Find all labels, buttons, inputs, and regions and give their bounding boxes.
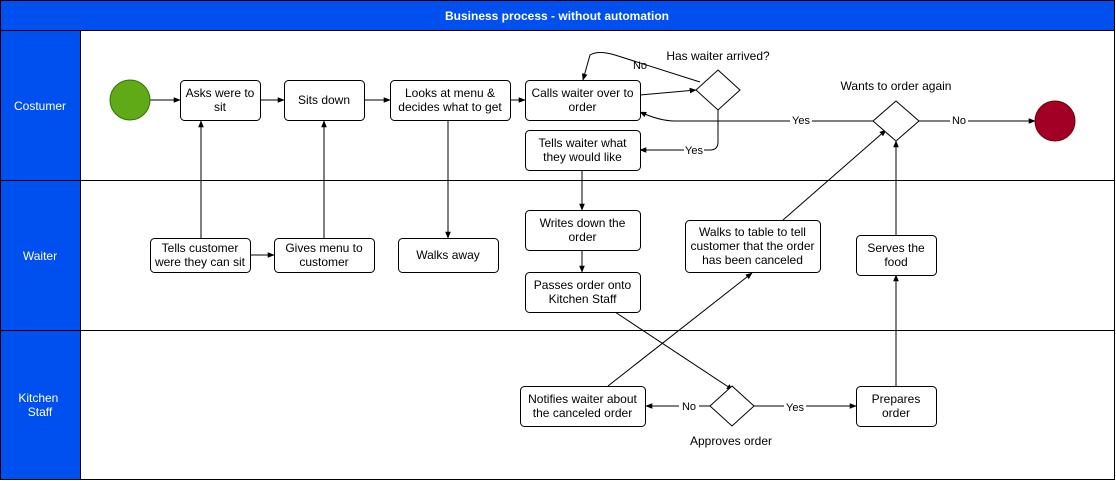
diagram-title: Business process - without automation [445, 9, 669, 23]
process-box-label: order [568, 100, 596, 114]
process-box-label: has been canceled [702, 253, 803, 267]
process-box-rect [150, 238, 251, 273]
process-box-label: order [568, 230, 596, 244]
process-box-sits-down: Sits down [284, 80, 365, 121]
decision-waiter-arrived [695, 69, 741, 111]
process-box-rect [390, 80, 511, 121]
decision-label-order-again: Wants to order again [841, 79, 952, 93]
process-box-rect [398, 238, 499, 273]
process-box-label: Gives menu to [285, 241, 363, 255]
process-box-label: food [884, 255, 907, 269]
decision-order-again [872, 100, 920, 142]
process-box-rect [180, 80, 261, 121]
process-box-label: Passes order onto [534, 278, 632, 292]
process-box-walks-away: Walks away [398, 238, 499, 273]
process-box-label: Tells waiter what [538, 136, 627, 150]
end-event [1034, 100, 1076, 142]
process-box-rect [525, 130, 641, 171]
edge-calls-arrived [639, 87, 697, 96]
lane-label-kitchen: Kitchen Staff [18, 391, 61, 419]
edges [150, 52, 1036, 409]
process-box-rect [685, 220, 821, 273]
process-box-label: Kitchen Staff [549, 292, 617, 306]
edge-label-approve-no: No [682, 401, 696, 413]
edge-notifies-walks [607, 272, 753, 387]
edge-passes-approves [614, 311, 734, 391]
lane-header-waiter [0, 180, 81, 331]
process-box-rect [274, 238, 375, 273]
process-box-label: Serves the [867, 241, 925, 255]
process-box-label: Looks at menu & [405, 86, 495, 100]
process-box-rect [856, 235, 937, 276]
edge-walks-again [782, 129, 887, 221]
edge-arrived-yes [639, 110, 719, 153]
process-box-label: Prepares [872, 392, 921, 406]
process-box-label: customer that the order [690, 239, 814, 253]
process-box-rect [525, 210, 641, 251]
process-box-looks-menu: Looks at menu &decides what to get [390, 80, 511, 121]
process-box-rect [525, 272, 641, 313]
lane-label-waiter: Waiter [23, 249, 57, 263]
process-box-label: they would like [543, 150, 622, 164]
start-event [109, 79, 151, 121]
edge-arrived-no [582, 52, 701, 83]
process-box-label: Asks were to [186, 86, 255, 100]
process-box-label: Walks to table to tell [699, 225, 806, 239]
edge-again-yes [639, 111, 873, 122]
edge-label-again-no: No [952, 115, 966, 127]
process-box-label: Sits down [298, 93, 350, 107]
process-box-label: Writes down the [540, 216, 626, 230]
lane-header-kitchen [0, 330, 81, 480]
process-box-label: Walks away [416, 248, 480, 262]
lane-header-customer [0, 30, 81, 181]
pool-header [0, 0, 1115, 31]
process-box-label: the canceled order [533, 406, 632, 420]
edge-label-arrived-no: No [633, 60, 647, 72]
process-box-label: decides what to get [398, 100, 502, 114]
process-box-label: Calls waiter over to [531, 86, 633, 100]
process-box-rect [525, 80, 641, 121]
decision-label-waiter-arrived: Has waiter arrived? [666, 49, 770, 63]
process-box-label: were they can sit [154, 255, 246, 269]
process-box-label: sit [214, 100, 227, 114]
process-box-label: customer [299, 255, 348, 269]
edge-label-arrived-yes: Yes [685, 145, 703, 157]
decision-label-approves-order: Approves order [690, 434, 772, 448]
process-box-rect [284, 80, 365, 121]
process-box-rect [520, 386, 646, 427]
edge-label-again-yes: Yes [792, 115, 810, 127]
process-box-label: Tells customer [162, 241, 239, 255]
process-box-label: order [882, 406, 910, 420]
lane-label-customer: Costumer [14, 99, 66, 113]
decision-approves-order [709, 385, 755, 427]
process-box-label: Notifies waiter about [528, 392, 637, 406]
process-box-rect [856, 386, 937, 427]
edge-label-approve-yes: Yes [786, 402, 804, 414]
